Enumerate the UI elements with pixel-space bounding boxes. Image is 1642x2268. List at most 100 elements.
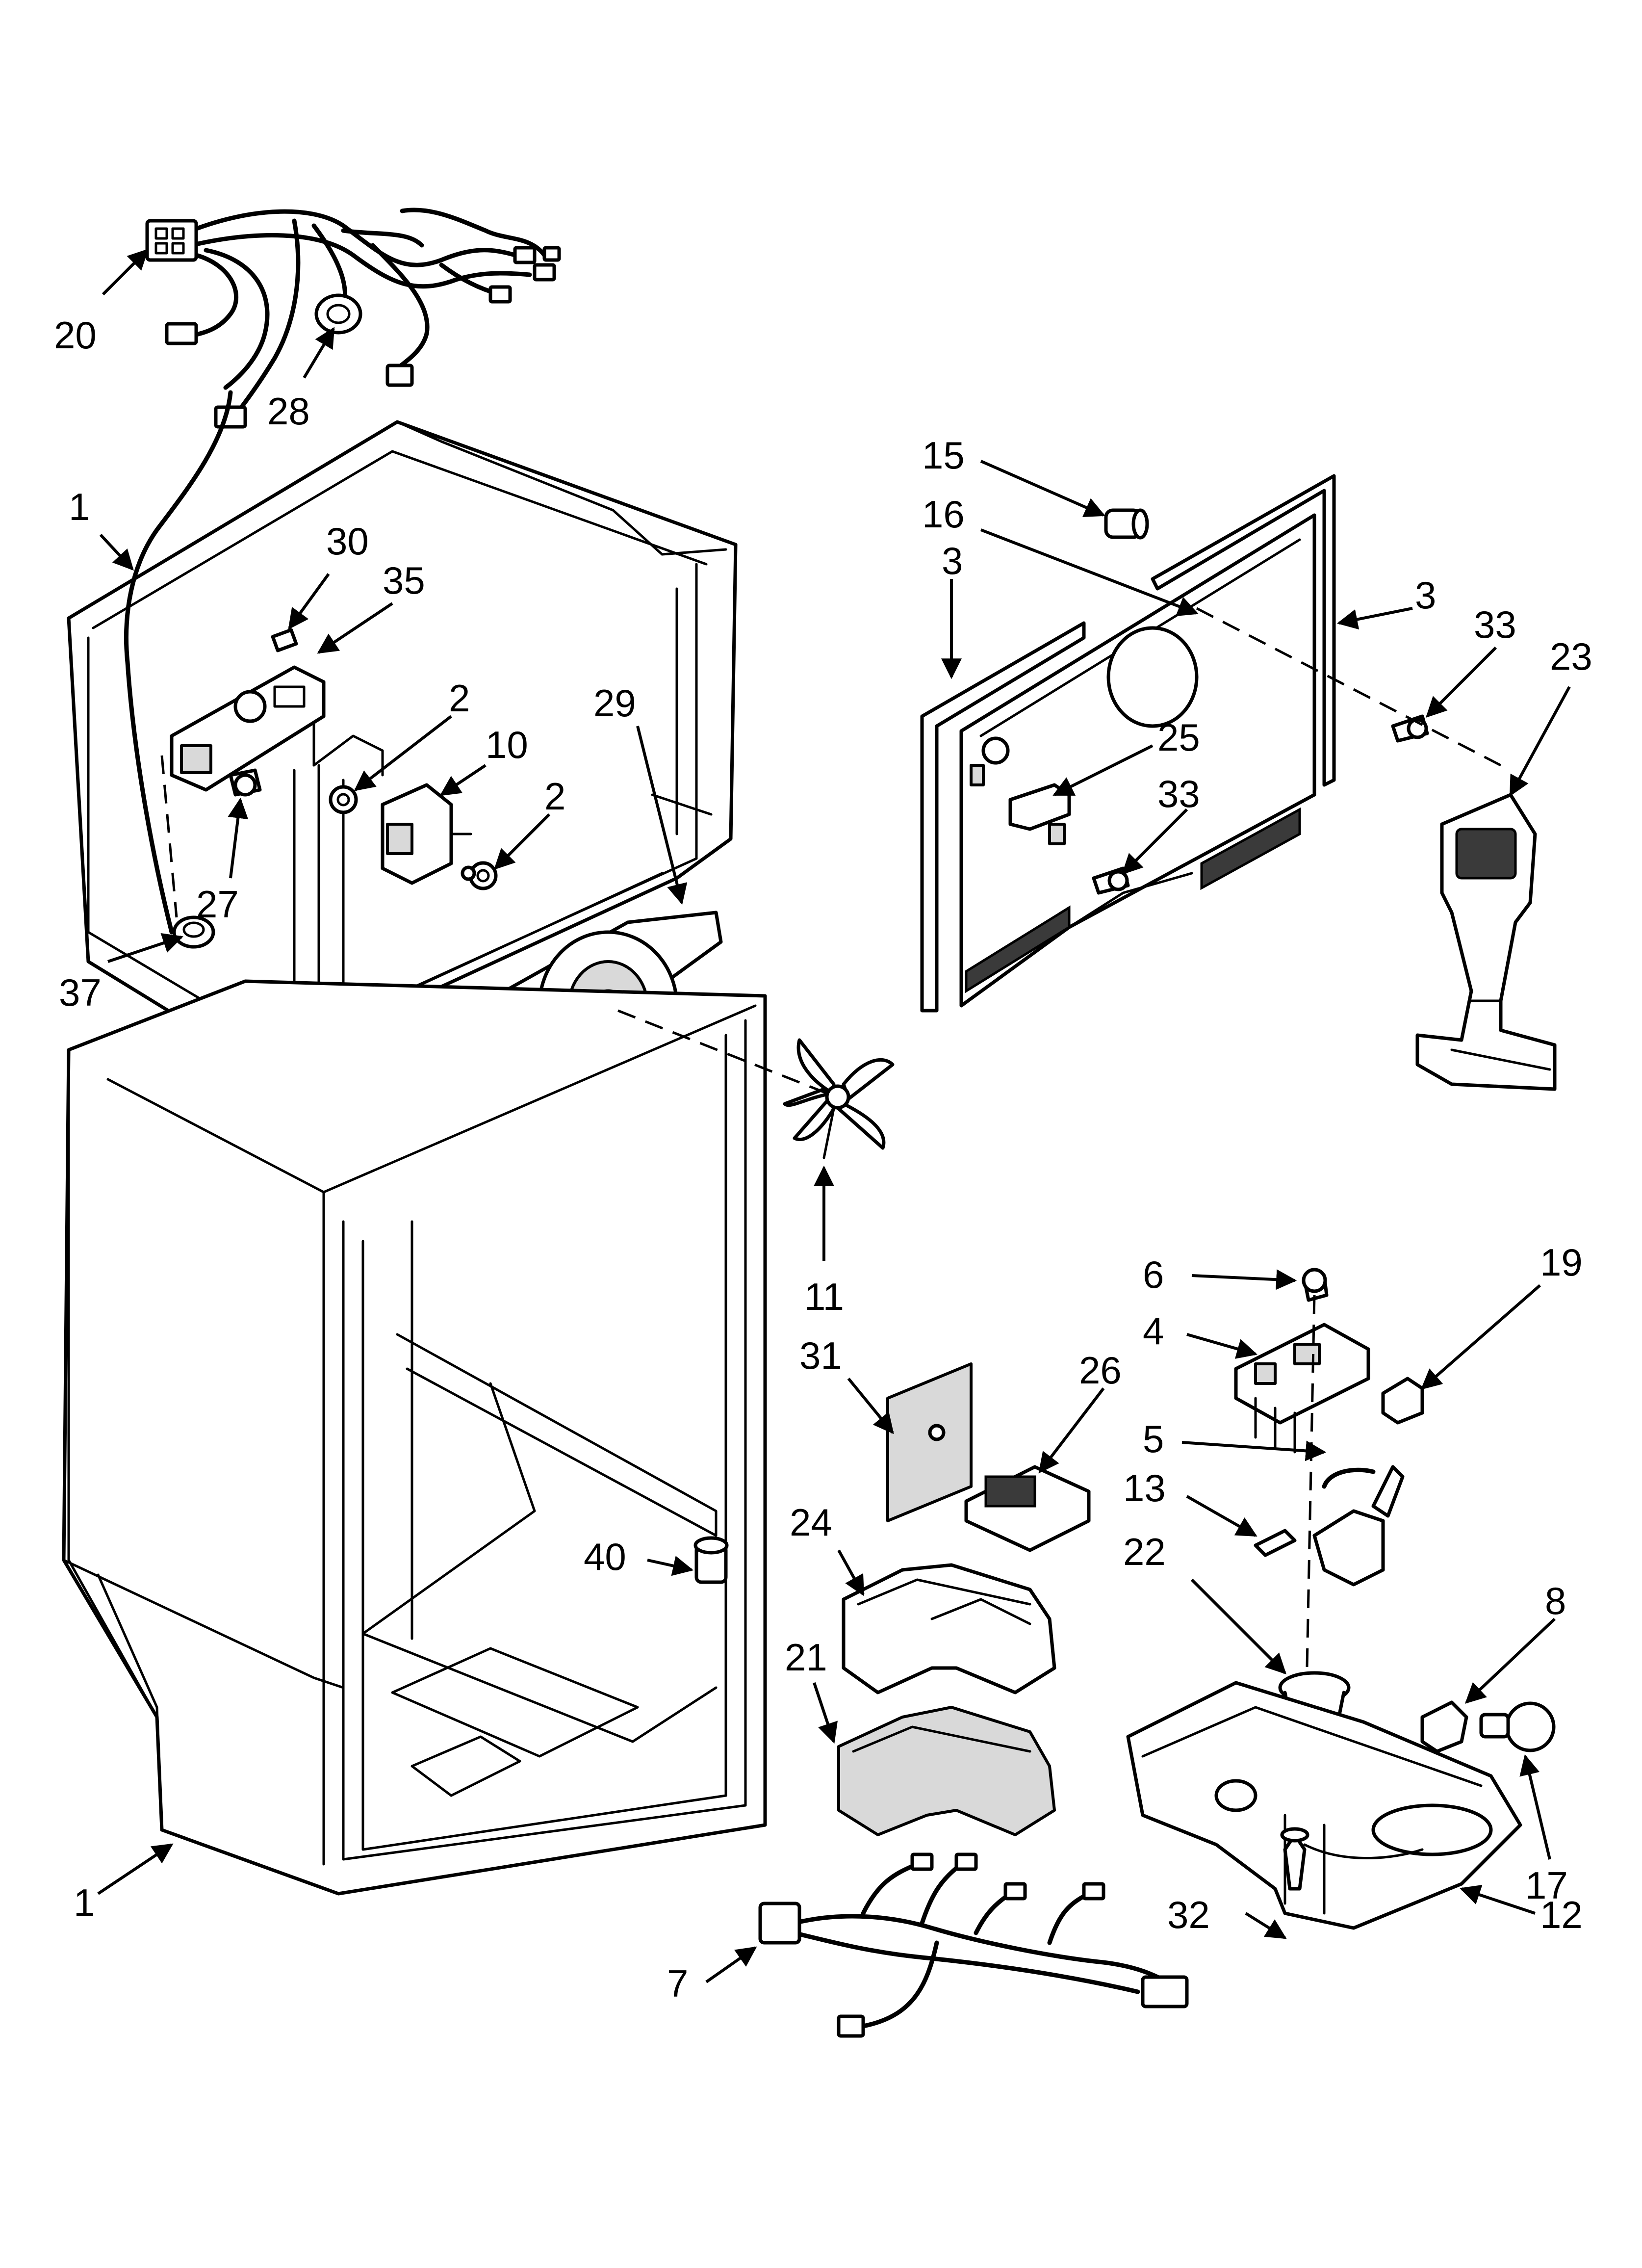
callout-2-upper: 2 (449, 677, 470, 720)
callout-3-right: 3 (1415, 574, 1436, 617)
part-32-screw (1280, 1827, 1309, 1891)
leader-20 (102, 249, 149, 296)
part-21-channel (837, 1706, 1056, 1836)
callout-12: 12 (1540, 1893, 1583, 1936)
callout-29: 29 (593, 681, 636, 725)
part-26-switch-assembly (964, 1465, 1091, 1552)
callout-6: 6 (1143, 1253, 1164, 1296)
leader-12 (1460, 1885, 1536, 1915)
part-5-clip (1322, 1467, 1376, 1489)
part-6-screw (1302, 1268, 1329, 1302)
callout-3-left: 3 (942, 539, 963, 582)
part-4-control-board (1234, 1323, 1370, 1454)
callout-33-lower: 33 (1157, 772, 1200, 815)
part-8-socket (1420, 1700, 1468, 1753)
part-10-thermostat (381, 783, 476, 885)
part-13-damper (1254, 1465, 1405, 1587)
leader-1b (97, 1843, 174, 1895)
callouts: 20 28 1 30 35 2 10 2 29 27 37 15 16 3 3 … (54, 313, 1592, 2005)
callout-25: 25 (1157, 716, 1200, 759)
callout-27: 27 (196, 883, 239, 926)
leader-3b (1336, 607, 1413, 630)
leader-6 (1191, 1269, 1297, 1290)
leader-15 (980, 460, 1105, 517)
callout-33-upper: 33 (1474, 603, 1516, 646)
leader-7 (705, 1946, 757, 1983)
leader-27 (228, 797, 249, 879)
part-16-evaporator-cover (959, 513, 1316, 1008)
leader-35 (317, 602, 393, 654)
part-15-spacer (1104, 508, 1149, 540)
callout-20: 20 (54, 313, 97, 357)
callout-31: 31 (799, 1334, 842, 1377)
leader-32 (1245, 1912, 1287, 1939)
callout-23: 23 (1550, 635, 1592, 678)
callout-19: 19 (1540, 1241, 1583, 1284)
part-23-air-duct (1415, 793, 1557, 1091)
callout-16: 16 (922, 493, 965, 536)
leader-2a (354, 715, 452, 791)
callout-8: 8 (1545, 1579, 1566, 1622)
part-3-seal-right (1151, 474, 1336, 787)
callout-26: 26 (1079, 1349, 1122, 1392)
part-12-ice-bin-housing (1126, 1681, 1522, 1930)
part-7-wiring-harness (758, 1852, 1189, 2038)
part-31-insulation (886, 1362, 973, 1522)
leader-16 (980, 528, 1199, 616)
leader-lines (97, 249, 1571, 1983)
leader-2b (494, 813, 551, 870)
callout-13: 13 (1123, 1466, 1166, 1510)
part-37-cap (172, 915, 215, 949)
dash-37 (160, 755, 178, 918)
part-33-screw-b (1092, 866, 1130, 895)
leader-37 (107, 933, 183, 963)
callout-1-lower: 1 (74, 1881, 95, 1924)
leader-25 (1052, 744, 1154, 796)
callout-35: 35 (383, 559, 425, 602)
leader-4 (1186, 1333, 1258, 1359)
part-1-fresh-food-liner (62, 979, 767, 1896)
callout-15: 15 (922, 434, 965, 477)
part-28-grommet (314, 293, 362, 335)
callout-22: 22 (1123, 1530, 1166, 1573)
leader-31 (847, 1378, 894, 1434)
dash-fan-axis (617, 1009, 829, 1095)
part-19-connector (1381, 1377, 1424, 1425)
callout-2-lower: 2 (544, 775, 565, 818)
callout-10: 10 (486, 723, 528, 766)
callout-21: 21 (785, 1636, 827, 1679)
leader-24 (837, 1549, 865, 1596)
leader-29 (636, 726, 688, 905)
leader-10 (439, 764, 487, 796)
callout-7: 7 (667, 1962, 688, 2005)
sensor-wire (124, 390, 233, 935)
leader-30 (288, 573, 330, 630)
callout-17: 17 (1525, 1864, 1568, 1907)
part-33-screw-a (1391, 714, 1429, 743)
callout-1-upper: 1 (69, 485, 90, 528)
leader-19 (1420, 1284, 1541, 1390)
part-11-fan-blade (783, 1038, 895, 1159)
part-20-wiring-harness (145, 208, 561, 429)
callout-5: 5 (1143, 1417, 1164, 1460)
leader-21 (813, 1682, 838, 1744)
leader-13 (1186, 1495, 1257, 1537)
callout-28: 28 (267, 390, 310, 433)
part-3-seal-left (920, 621, 1086, 1013)
callout-4: 4 (1143, 1309, 1164, 1353)
callout-30: 30 (326, 520, 369, 563)
part-17-bulb (1479, 1701, 1556, 1752)
part-35-control-housing (170, 665, 326, 792)
callout-32: 32 (1167, 1893, 1210, 1936)
part-27-screw (229, 768, 262, 797)
leader-33a (1426, 646, 1497, 718)
callout-11: 11 (804, 1275, 844, 1318)
leader-5 (1181, 1440, 1327, 1461)
leader-8 (1464, 1617, 1556, 1704)
leader-33b (1122, 808, 1188, 875)
leader-26 (1038, 1387, 1105, 1474)
leader-23 (1509, 686, 1571, 797)
part-40-cap (693, 1536, 729, 1584)
leader-22 (1190, 1578, 1286, 1674)
